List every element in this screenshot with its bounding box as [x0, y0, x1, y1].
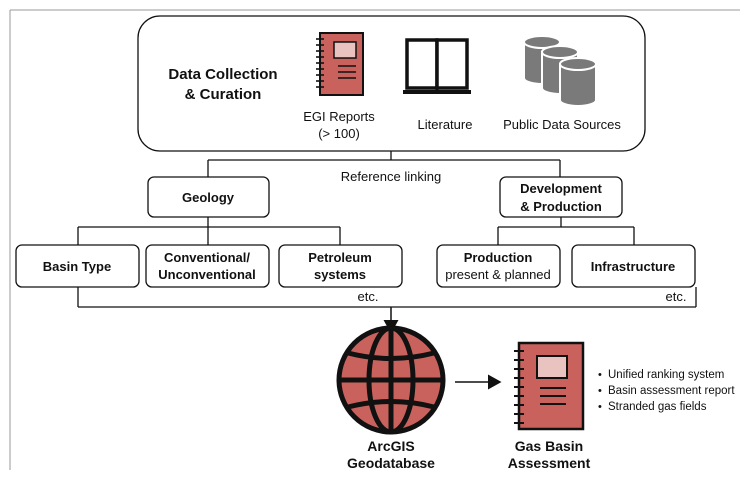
development-label-2: & Production	[520, 199, 602, 214]
development-etc: etc.	[666, 289, 687, 304]
petroleum-label-2: systems	[314, 267, 366, 282]
production-label-2: present & planned	[445, 267, 551, 282]
report-book-icon	[316, 32, 364, 96]
infrastructure-label: Infrastructure	[591, 259, 676, 274]
data-collection-title-2: & Curation	[185, 86, 262, 103]
conventional-box	[145, 244, 270, 288]
production-label-1: Production	[464, 250, 533, 265]
egi-reports-count: (> 100)	[318, 126, 360, 141]
conventional-label-1: Conventional/	[164, 250, 250, 265]
geology-etc: etc.	[358, 289, 379, 304]
literature-label: Literature	[418, 117, 473, 132]
assessment-bullet-list: • Unified ranking system • Basin assessm…	[598, 369, 735, 413]
conventional-label-2: Unconventional	[158, 267, 256, 282]
arcgis-label-1: ArcGIS	[367, 438, 414, 454]
bullet-marker: •	[598, 401, 602, 413]
reference-linking-label: Reference linking	[341, 169, 441, 184]
assessment-book-icon	[514, 341, 585, 431]
bullet-marker: •	[598, 369, 602, 381]
basin-type-label: Basin Type	[43, 259, 111, 274]
geology-label: Geology	[182, 190, 235, 205]
bullet-item: Stranded gas fields	[608, 401, 707, 413]
production-box	[436, 244, 561, 288]
egi-reports-label: EGI Reports	[303, 109, 375, 124]
open-book-icon	[403, 38, 471, 94]
petroleum-label-1: Petroleum	[308, 250, 372, 265]
assessment-label-2: Assessment	[508, 455, 591, 471]
database-icon	[523, 35, 597, 107]
arcgis-label-2: Geodatabase	[347, 455, 435, 471]
bullet-marker: •	[598, 385, 602, 397]
bullet-item: Unified ranking system	[608, 369, 724, 381]
petroleum-box	[278, 244, 403, 288]
public-data-label: Public Data Sources	[503, 117, 621, 132]
data-collection-title-1: Data Collection	[168, 66, 277, 83]
development-label-1: Development	[520, 181, 602, 196]
globe-icon	[336, 325, 446, 435]
infrastructure-box	[571, 244, 696, 288]
bullet-item: Basin assessment report	[608, 385, 735, 397]
assessment-label-1: Gas Basin	[515, 438, 583, 454]
